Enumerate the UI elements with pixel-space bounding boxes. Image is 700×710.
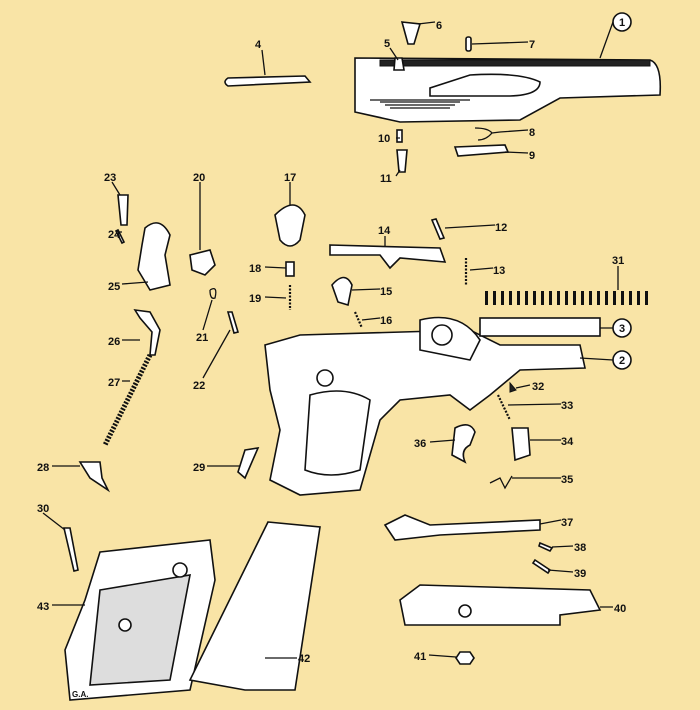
label-11: 11 bbox=[380, 173, 392, 185]
label-38: 38 bbox=[574, 542, 586, 554]
label-25: 25 bbox=[108, 281, 120, 293]
part-32 bbox=[509, 381, 517, 393]
label-6: 6 bbox=[436, 20, 442, 32]
part-39 bbox=[531, 558, 552, 575]
part-40 bbox=[399, 584, 602, 626]
part-magazine bbox=[188, 521, 321, 691]
label-27: 27 bbox=[108, 377, 120, 389]
part-20 bbox=[189, 249, 216, 276]
part-11 bbox=[396, 149, 408, 173]
label-26: 26 bbox=[108, 336, 120, 348]
label-2: 2 bbox=[619, 355, 625, 367]
part-23 bbox=[117, 194, 129, 226]
label-13: 13 bbox=[493, 265, 505, 277]
label-23: 23 bbox=[104, 172, 116, 184]
part-10 bbox=[396, 129, 403, 143]
label-15: 15 bbox=[380, 286, 392, 298]
label-3: 3 bbox=[619, 323, 625, 335]
label-39: 39 bbox=[574, 568, 586, 580]
part-4 bbox=[224, 75, 312, 87]
label-40: 40 bbox=[614, 603, 626, 615]
label-19: 19 bbox=[249, 293, 261, 305]
label-37: 37 bbox=[561, 517, 573, 529]
label-7: 7 bbox=[529, 39, 535, 51]
label-1: 1 bbox=[619, 17, 625, 29]
label-33: 33 bbox=[561, 400, 573, 412]
part-15 bbox=[331, 276, 353, 307]
label-31: 31 bbox=[612, 255, 624, 267]
label-17: 17 bbox=[284, 172, 296, 184]
label-4: 4 bbox=[255, 39, 262, 51]
part-33 bbox=[497, 394, 511, 421]
part-18 bbox=[285, 261, 295, 277]
label-9: 9 bbox=[529, 150, 535, 162]
part-8 bbox=[474, 127, 501, 141]
leader-lines bbox=[42, 21, 619, 659]
part-26 bbox=[133, 308, 161, 356]
label-28: 28 bbox=[37, 462, 49, 474]
part-41 bbox=[455, 651, 475, 665]
part-36 bbox=[451, 424, 476, 464]
label-16: 16 bbox=[380, 315, 392, 327]
label-42: 42 bbox=[298, 653, 310, 665]
part-35 bbox=[489, 475, 513, 490]
label-36: 36 bbox=[414, 438, 426, 450]
part-5 bbox=[393, 57, 405, 71]
label-21: 21 bbox=[196, 332, 208, 344]
label-43: 43 bbox=[37, 601, 49, 613]
part-25 bbox=[137, 222, 171, 291]
part-30 bbox=[62, 527, 79, 572]
part-12 bbox=[430, 218, 446, 240]
part-slide bbox=[354, 57, 662, 123]
label-35: 35 bbox=[561, 474, 573, 486]
label-20: 20 bbox=[193, 172, 205, 184]
part-28 bbox=[78, 461, 111, 493]
part-22 bbox=[226, 311, 240, 334]
part-27 bbox=[102, 353, 153, 447]
label-34: 34 bbox=[561, 436, 574, 448]
part-16 bbox=[353, 311, 364, 329]
part-14 bbox=[329, 244, 447, 270]
label-12: 12 bbox=[495, 222, 507, 234]
part-17 bbox=[274, 204, 306, 247]
label-14: 14 bbox=[378, 225, 391, 237]
part-grip: G.A. bbox=[64, 539, 216, 701]
label-22: 22 bbox=[193, 380, 205, 392]
part-38 bbox=[538, 541, 554, 553]
part-29 bbox=[237, 446, 260, 480]
label-24: 24 bbox=[108, 229, 121, 241]
label-18: 18 bbox=[249, 263, 261, 275]
label-29: 29 bbox=[193, 462, 205, 474]
part-37 bbox=[383, 514, 541, 541]
part-6 bbox=[400, 21, 422, 45]
part-34 bbox=[511, 427, 531, 462]
label-10: 10 bbox=[378, 133, 390, 145]
part-24 bbox=[114, 228, 126, 245]
label-41: 41 bbox=[414, 651, 426, 663]
part-7 bbox=[465, 36, 472, 52]
label-30: 30 bbox=[37, 503, 49, 515]
label-32: 32 bbox=[532, 381, 544, 393]
artist-initials: G.A. bbox=[72, 690, 88, 699]
part-frame bbox=[264, 316, 601, 496]
part-21 bbox=[209, 287, 217, 299]
part-9 bbox=[453, 144, 510, 157]
label-5: 5 bbox=[384, 38, 390, 50]
label-8: 8 bbox=[529, 127, 535, 139]
